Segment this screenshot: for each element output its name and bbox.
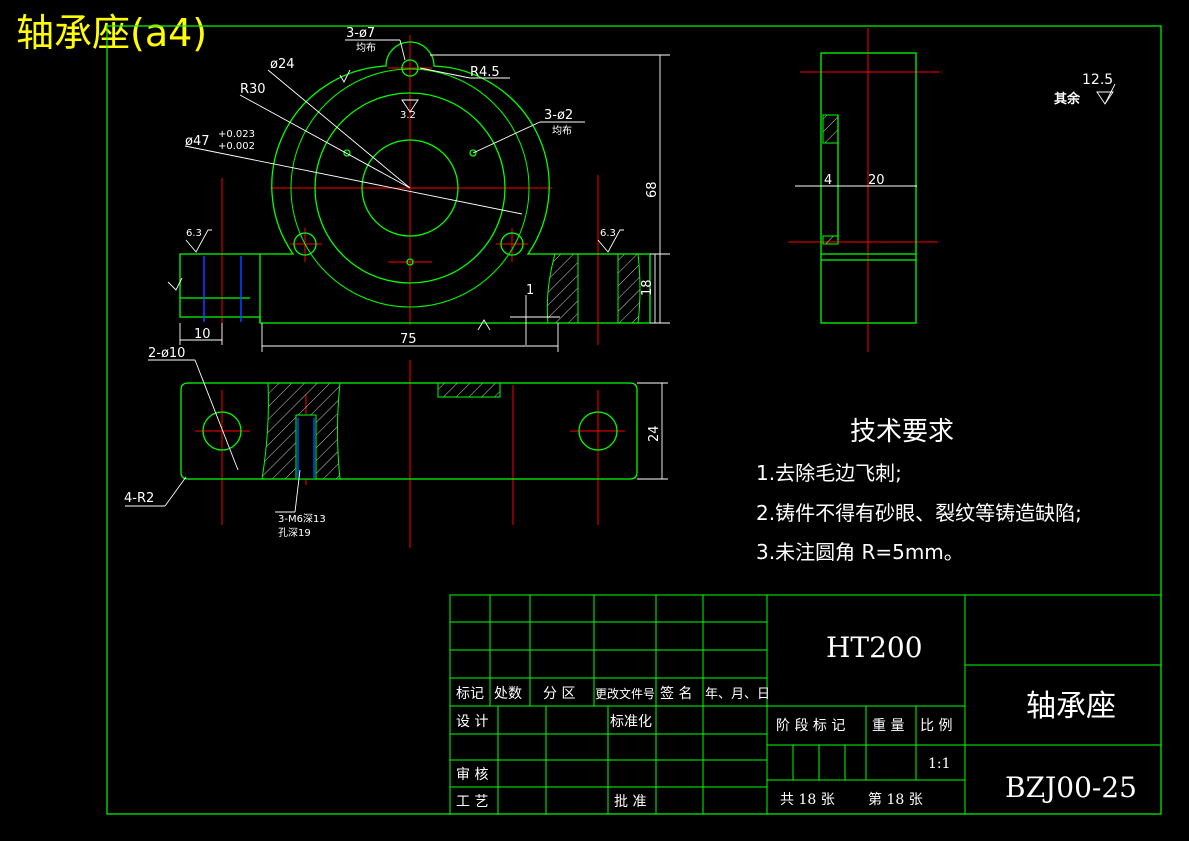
dim-hole3-2-note: 均布	[552, 125, 572, 137]
tb-sheet-no: 第 18 张	[868, 791, 923, 808]
dim-hole3-7-note: 均布	[356, 42, 376, 54]
top-dimension-text: 2-ø10 4-R2 24 3-M6深13 孔深19	[124, 346, 662, 539]
tb-scale: 1:1	[928, 756, 951, 772]
dim-phi47: ø47	[185, 134, 210, 149]
tb-header-date: 年、月、日	[705, 687, 770, 702]
technical-requirements: 技术要求 1.去除毛边飞刺; 2.铸件不得有砂眼、裂纹等铸造缺陷; 3.未注圆角…	[756, 417, 1082, 564]
top-view: 2-ø10 4-R2 24 3-M6深13 孔深19	[124, 346, 668, 548]
side-section	[822, 114, 839, 245]
dim-r4-2: 4-R2	[124, 491, 154, 506]
tb-scale-label: 比 例	[920, 718, 952, 734]
requirement-2: 2.铸件不得有砂眼、裂纹等铸造缺陷;	[756, 501, 1082, 525]
dim-r45: R4.5	[470, 65, 500, 80]
top-section	[261, 382, 501, 480]
front-dimension-lines	[167, 39, 1116, 352]
rough-rest-label: 其余	[1054, 91, 1081, 107]
dim-hole2-10: 2-ø10	[148, 346, 185, 361]
side-centerlines	[788, 28, 940, 352]
tb-design: 设 计	[456, 714, 488, 730]
dim-phi24: ø24	[270, 57, 295, 72]
front-centerlines	[221, 35, 599, 345]
tb-process: 工 艺	[456, 794, 488, 810]
tb-header-docno: 更改文件号	[595, 686, 655, 701]
tb-header-zone: 分 区	[543, 686, 575, 702]
dim-phi47-upper: +0.023	[218, 129, 255, 140]
requirements-heading: 技术要求	[850, 417, 954, 447]
dim-side-w4: 4	[824, 173, 832, 188]
tb-header-count: 处数	[494, 686, 522, 702]
tb-part-name: 轴承座	[1026, 689, 1116, 724]
tb-material: HT200	[826, 631, 923, 664]
front-dimension-text: 3-ø7 均布 ø24 R30 ø47 +0.023 +0.002 3-ø2 均…	[185, 26, 660, 347]
title-block-text: 标记 处数 分 区 更改文件号 签 名 年、月、日 设 计 标准化 审 核 工 …	[456, 631, 1137, 810]
dim-h24: 24	[647, 425, 662, 442]
front-outline	[179, 41, 651, 324]
dim-rough63-left: 6.3	[186, 228, 202, 239]
title-block: 标记 处数 分 区 更改文件号 签 名 年、月、日 设 计 标准化 审 核 工 …	[449, 594, 1162, 815]
tb-drawing-no: BZJ00-25	[1005, 771, 1137, 804]
dim-hole3-2: 3-ø2	[544, 108, 573, 123]
front-view: 3-ø7 均布 ø24 R30 ø47 +0.023 +0.002 3-ø2 均…	[167, 26, 1116, 352]
title-block-grid	[449, 594, 1162, 815]
dim-w10: 10	[194, 327, 211, 342]
dim-rough32: 3.2	[400, 110, 416, 121]
drawing-title: 轴承座(a4)	[16, 11, 208, 55]
tb-standardize: 标准化	[610, 714, 652, 730]
dim-hole3-7: 3-ø7	[346, 26, 375, 41]
top-outline	[180, 382, 638, 480]
rough-rest-value: 12.5	[1082, 72, 1113, 88]
tb-approve: 批 准	[614, 794, 646, 810]
dim-thread-note1: 3-M6深13	[278, 513, 326, 525]
dim-r30: R30	[240, 82, 266, 97]
top-hidden-lines	[297, 418, 315, 478]
tb-sheets-total: 共 18 张	[780, 792, 835, 808]
roughness-note: 其余 12.5	[1054, 72, 1113, 107]
dim-phi47-lower: +0.002	[218, 141, 255, 152]
tb-review: 审 核	[456, 767, 488, 783]
dim-rough63-right: 6.3	[600, 228, 616, 239]
front-section	[546, 253, 641, 324]
tb-header-sign: 签 名	[660, 685, 692, 702]
dim-thread-note2: 孔深19	[278, 527, 311, 539]
requirement-3: 3.未注圆角 R=5mm。	[756, 540, 964, 564]
dim-one: 1	[526, 283, 534, 298]
side-dimension-text: 4 20	[824, 173, 885, 188]
tb-stage-label: 阶 段 标 记	[776, 718, 845, 734]
top-centerlines	[195, 360, 625, 548]
dim-h18: 18	[640, 279, 655, 296]
dim-side-w20: 20	[868, 173, 885, 188]
side-view: 4 20	[788, 28, 940, 352]
front-hidden-lines	[203, 256, 242, 322]
dim-w75: 75	[400, 332, 417, 347]
dim-h68: 68	[645, 181, 660, 198]
tb-weight-label: 重 量	[872, 718, 904, 734]
tb-header-mark: 标记	[456, 686, 484, 702]
top-dimension-lines	[125, 359, 668, 513]
requirement-1: 1.去除毛边飞刺;	[756, 461, 902, 485]
